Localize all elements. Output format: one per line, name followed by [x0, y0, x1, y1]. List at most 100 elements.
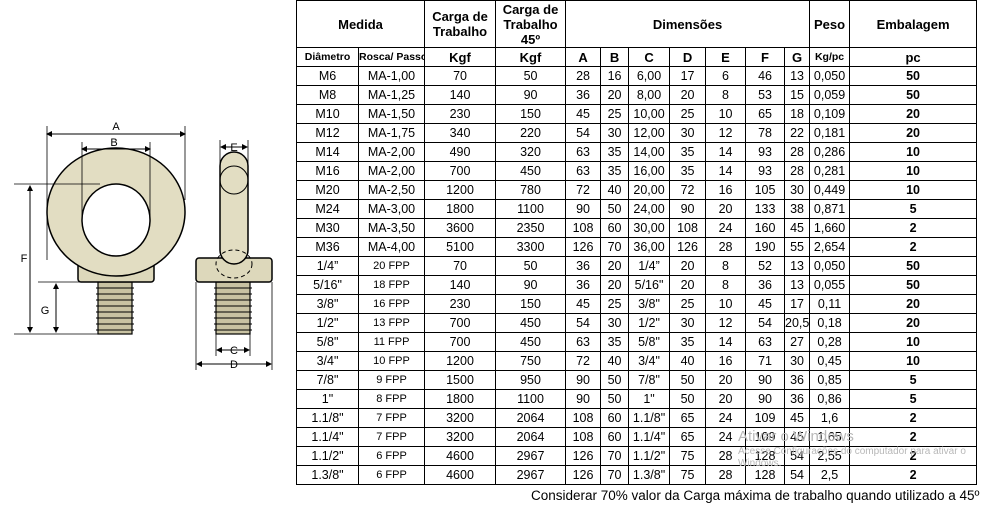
table-cell: M14 [296, 142, 359, 162]
table-cell: 2064 [495, 408, 567, 428]
table-cell: 20 [849, 123, 978, 143]
table-cell: 160 [745, 218, 786, 238]
subheader-cell: A [565, 47, 602, 67]
header-embalagem: Embalagem [849, 0, 978, 48]
table-cell: 36 [565, 85, 602, 105]
table-cell: 14,00 [628, 142, 671, 162]
table-cell: M6 [296, 66, 359, 86]
table-cell: 450 [495, 332, 567, 352]
table-cell: 340 [424, 123, 497, 143]
table-cell: 0,286 [809, 142, 851, 162]
header-peso: Peso [809, 0, 851, 48]
table-cell: 0,28 [809, 332, 851, 352]
table-cell: 20 [669, 85, 707, 105]
table-cell: 20 [849, 294, 978, 314]
table-cell: M10 [296, 104, 359, 124]
table-cell: 30 [600, 123, 630, 143]
table-cell: 8 FPP [357, 389, 426, 409]
table-cell: 14 [705, 142, 747, 162]
table-cell: 1.1/4" [628, 427, 671, 447]
header-dimensoes: Dimensões [565, 0, 811, 48]
table-cell: 0,86 [809, 389, 851, 409]
table-cell: 1" [296, 389, 359, 409]
table-cell: 28 [565, 66, 602, 86]
table-cell: 78 [745, 123, 786, 143]
table-cell: 16 FPP [357, 294, 426, 314]
table-cell: 16 [600, 66, 630, 86]
table-cell: 108 [669, 218, 707, 238]
table-cell: 30 [669, 123, 707, 143]
table-cell: 109 [745, 408, 786, 428]
table-cell: 13 [784, 256, 811, 276]
table-cell: 10 [705, 104, 747, 124]
subheader-cell: Diâmetro [296, 47, 359, 67]
table-cell: 20 [600, 275, 630, 295]
table-cell: 10 [849, 351, 978, 371]
table-cell: 35 [600, 142, 630, 162]
table-cell: M8 [296, 85, 359, 105]
table-cell: 50 [849, 275, 978, 295]
table-cell: 320 [495, 142, 567, 162]
table-cell: 13 FPP [357, 313, 426, 333]
subheader-cell: Kgf [424, 47, 497, 67]
table-cell: 2 [849, 218, 978, 238]
table-cell: 12,00 [628, 123, 671, 143]
table-cell: MA-1,75 [357, 123, 426, 143]
table-cell: 0,281 [809, 161, 851, 181]
table-cell: 3200 [424, 408, 497, 428]
table-cell: 17 [784, 294, 811, 314]
table-cell: 36,00 [628, 237, 671, 257]
table-cell: 45 [784, 427, 811, 447]
table-cell: 5/16" [296, 275, 359, 295]
front-thread [96, 281, 134, 335]
table-cell: 1.3/8" [628, 465, 671, 485]
table-cell: 1200 [424, 180, 497, 200]
table-cell: 20 [705, 370, 747, 390]
table-cell: 24,00 [628, 199, 671, 219]
table-cell: 7/8" [296, 370, 359, 390]
header-medida: Medida [295, 0, 426, 48]
table-cell: 27 [784, 332, 811, 352]
table-cell: 0,181 [809, 123, 851, 143]
table-cell: 28 [705, 446, 747, 466]
table-cell: 1.1/8" [628, 408, 671, 428]
table-cell: 0,18 [809, 313, 851, 333]
dim-label-b: B [110, 137, 117, 149]
subheader-cell: Kg/pc [809, 47, 851, 67]
table-cell: M12 [296, 123, 359, 143]
table-cell: MA-2,00 [357, 161, 426, 181]
table-cell: 35 [600, 332, 630, 352]
table-cell: 20,00 [628, 180, 671, 200]
table-cell: 60 [600, 427, 630, 447]
table-cell: 1,660 [809, 218, 851, 238]
table-cell: 220 [495, 123, 567, 143]
table-cell: 13 [784, 275, 811, 295]
footer-note: Considerar 70% valor da Carga máxima de … [531, 488, 980, 503]
subheader-cell: C [628, 47, 671, 67]
table-cell: MA-4,00 [357, 237, 426, 257]
table-cell: 5 [849, 199, 978, 219]
table-cell: 6 [705, 66, 747, 86]
table-cell: 1100 [495, 199, 567, 219]
table-cell: 1,65 [809, 427, 851, 447]
table-cell: 63 [565, 142, 602, 162]
table-cell: 10 [849, 161, 978, 181]
table-cell: 1800 [424, 199, 497, 219]
table-cell: 90 [565, 389, 602, 409]
table-cell: 3200 [424, 427, 497, 447]
subheader-cell: G [784, 47, 811, 67]
table-cell: 1200 [424, 351, 497, 371]
table-cell: 50 [849, 256, 978, 276]
table-cell: 40 [600, 180, 630, 200]
header-carga-45: Carga de Trabalho 45º [495, 0, 567, 48]
table-cell: 4600 [424, 465, 497, 485]
table-cell: 9 FPP [357, 370, 426, 390]
